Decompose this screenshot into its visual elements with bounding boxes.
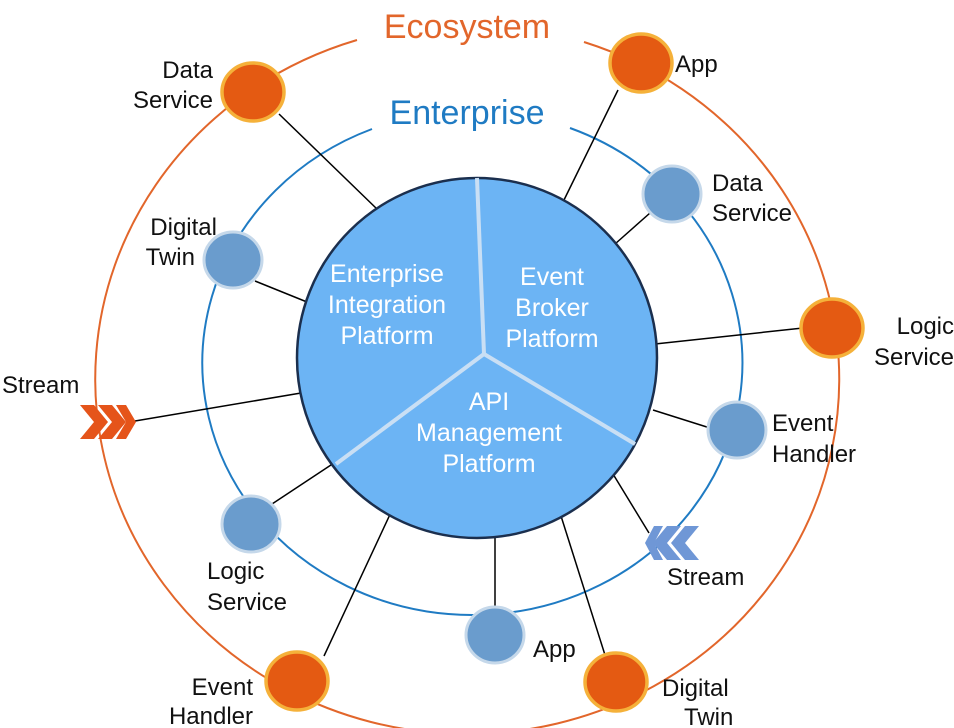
- label-eco-logic-service-1: Logic: [897, 313, 954, 340]
- label-ent-digital-twin-2: Twin: [146, 244, 195, 271]
- label-ent-logic-service-2: Service: [207, 589, 287, 616]
- label-eco-event-handler-2: Handler: [169, 703, 253, 728]
- label-ent-data-service-1: Data: [712, 170, 763, 197]
- blue-circle-icon: [202, 230, 264, 290]
- blue-circle-icon: [220, 494, 282, 554]
- label-eco-logic-service-2: Service: [874, 344, 954, 371]
- core-api-line-2: Management: [416, 419, 562, 447]
- enterprise-nodes: [202, 164, 768, 665]
- blue-circle-icon: [641, 164, 703, 224]
- label-ent-event-handler-1: Event: [772, 410, 834, 437]
- stream-out-chevron-icon: [645, 526, 699, 560]
- ecosystem-connectors: [134, 89, 804, 657]
- connector-event-handler: [323, 492, 401, 657]
- core-api-line-1: API: [469, 388, 509, 416]
- core-broker-line-3: Platform: [505, 325, 598, 353]
- connector-event-handler-ent: [652, 409, 711, 429]
- core-integration-line-1: Enterprise: [330, 260, 444, 288]
- enterprise-connectors: [254, 212, 711, 607]
- label-ent-data-service-2: Service: [712, 200, 792, 227]
- ecosystem-ring: [94, 39, 841, 728]
- core-integration-line-3: Platform: [340, 322, 433, 350]
- label-eco-app: App: [675, 51, 718, 78]
- core-api-line-3: Platform: [442, 450, 535, 478]
- core-integration-line-2: Integration: [328, 291, 446, 319]
- orange-circle-icon: [264, 650, 330, 712]
- connector-logic-service-ent: [271, 460, 338, 505]
- label-eco-digital-twin-1: Digital: [662, 675, 729, 702]
- label-eco-stream: Stream: [2, 372, 79, 399]
- label-eco-data-service-1: Data: [162, 57, 213, 84]
- orange-circle-icon: [220, 61, 286, 123]
- connector-logic-service: [654, 327, 804, 345]
- connector-digital-twin: [560, 515, 606, 656]
- orange-circle-icon: [583, 651, 649, 713]
- orange-circle-icon: [799, 297, 865, 359]
- label-ent-logic-service-1: Logic: [207, 558, 264, 585]
- connector-digital-twin-ent: [254, 280, 308, 303]
- core-broker-line-1: Event: [520, 263, 584, 291]
- ecosystem-labels: Data Service App Logic Service Digital T…: [2, 51, 954, 728]
- core-dividers: [334, 177, 637, 466]
- enterprise-title: Enterprise: [390, 94, 545, 132]
- connector-stream: [134, 392, 302, 422]
- core-segment-api-management: API Management Platform: [416, 388, 562, 478]
- ecosystem-nodes: [80, 32, 865, 713]
- core-segment-integration: Enterprise Integration Platform: [328, 260, 446, 350]
- label-ent-app: App: [533, 636, 576, 663]
- core-broker-line-2: Broker: [515, 294, 589, 322]
- label-eco-digital-twin-2: Twin: [684, 704, 733, 728]
- stream-in-chevron-icon: [80, 405, 136, 439]
- label-ent-stream: Stream: [667, 564, 744, 591]
- connector-data-service-ent: [614, 212, 651, 245]
- orange-circle-icon: [608, 32, 674, 94]
- connector-app: [562, 89, 619, 203]
- connector-data-service: [278, 113, 379, 211]
- blue-circle-icon: [464, 605, 526, 665]
- label-eco-event-handler-1: Event: [192, 674, 254, 701]
- label-ent-event-handler-2: Handler: [772, 441, 856, 468]
- ecosystem-title: Ecosystem: [384, 8, 550, 46]
- label-ent-digital-twin-1: Digital: [150, 214, 217, 241]
- connector-stream-ent: [612, 473, 650, 534]
- label-eco-data-service-2: Service: [133, 87, 213, 114]
- enterprise-labels: Digital Twin Data Service Event Handler …: [146, 170, 856, 663]
- core-segment-event-broker: Event Broker Platform: [505, 263, 598, 353]
- blue-circle-icon: [706, 400, 768, 460]
